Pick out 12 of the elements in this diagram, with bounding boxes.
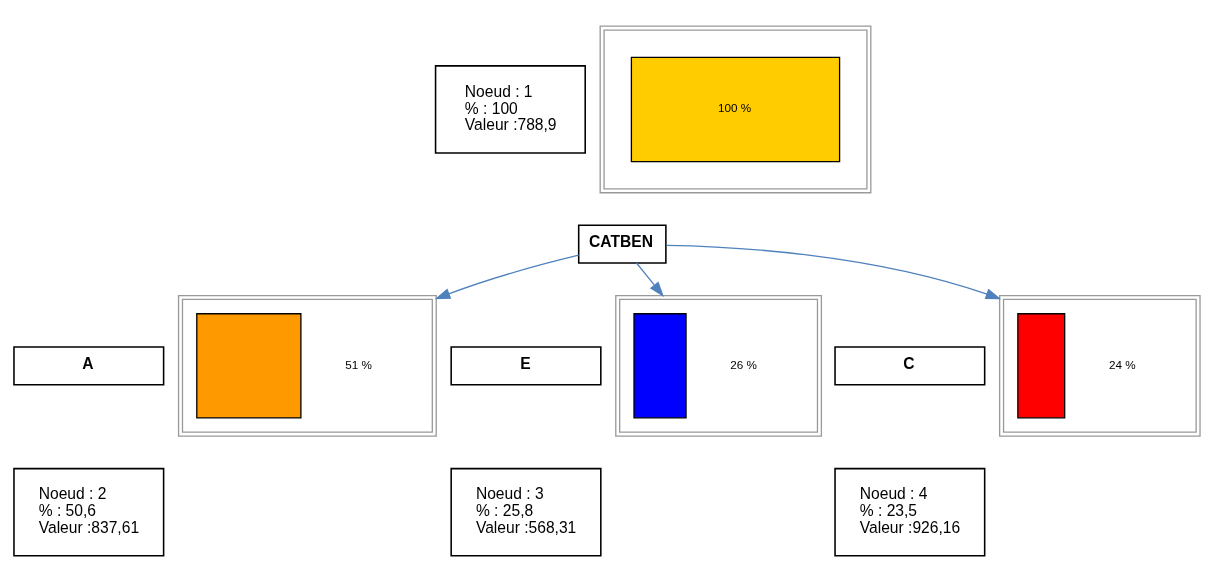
node-box: Noeud : 2 % : 50,6 Valeur :837,61 [13, 467, 165, 557]
node-box: C [834, 345, 986, 385]
arrow [434, 254, 580, 299]
node-box: 51 % [177, 294, 437, 437]
node-box: E [450, 345, 602, 385]
node-box: A [13, 345, 165, 385]
node-box: Noeud : 3 % : 25,8 Valeur :568,31 [450, 467, 602, 557]
node-box: Noeud : 4 % : 23,5 Valeur :926,16 [834, 467, 986, 557]
node-box: CATBEN [577, 224, 667, 264]
node-box: Noeud : 1 % : 100 Valeur :788,9 [434, 64, 586, 154]
arrow [665, 244, 1002, 299]
arrow [635, 261, 664, 297]
